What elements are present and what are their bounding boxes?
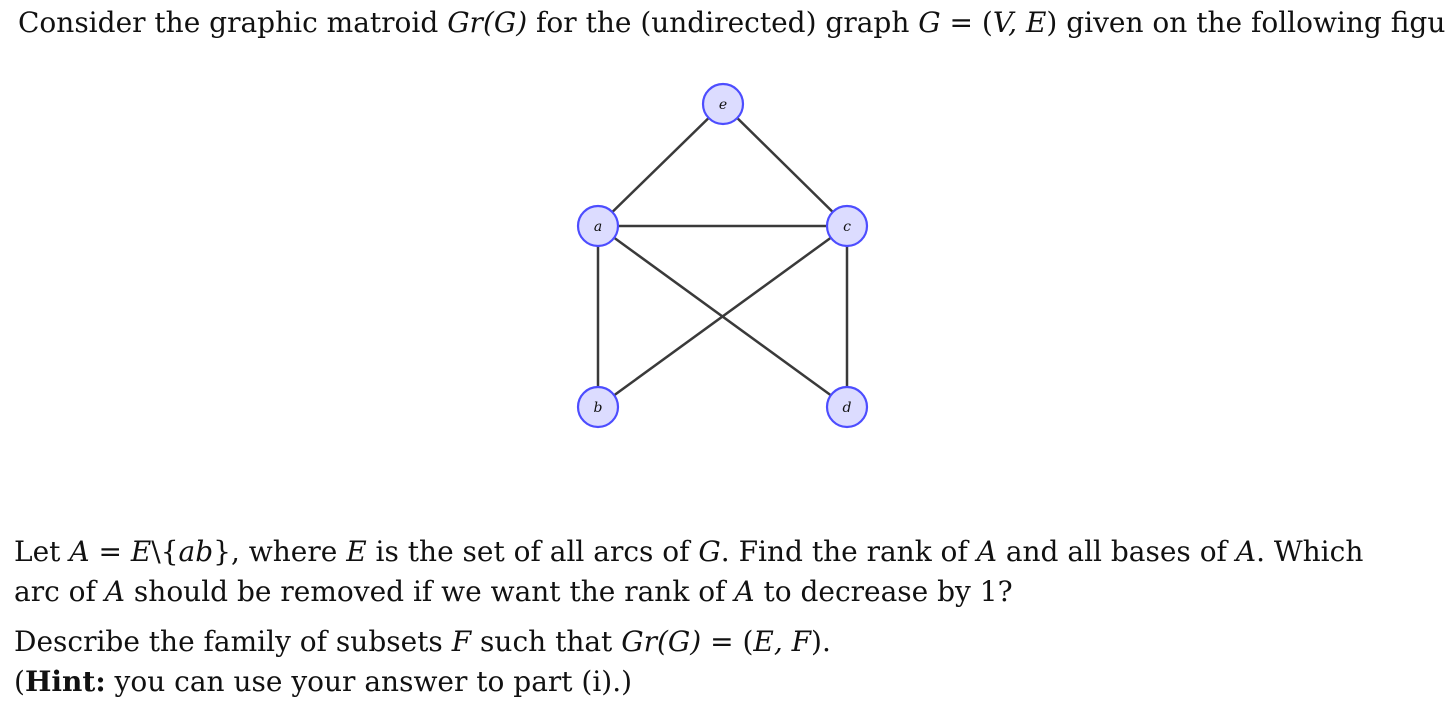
- text: and all bases of: [996, 535, 1236, 568]
- node-circle: [701, 82, 745, 126]
- math: A: [734, 575, 755, 608]
- problem-intro: Consider the graphic matroid Gr(G) for t…: [18, 6, 1446, 40]
- text: \{: [151, 535, 179, 568]
- node-circle: [576, 385, 620, 429]
- math: E: [130, 535, 152, 568]
- math: E: [346, 535, 367, 568]
- graph-edges: [596, 103, 849, 409]
- graph-node-a: a: [576, 204, 620, 248]
- text: = (: [940, 6, 993, 39]
- node-label: a: [594, 219, 602, 235]
- hint-line: (Hint: you can use your answer to part (…: [14, 665, 632, 699]
- question-1-line-2: arc of A should be removed if we want th…: [14, 575, 1013, 609]
- math: ab: [178, 535, 214, 568]
- node-label: d: [843, 400, 852, 416]
- node-label: b: [594, 400, 603, 416]
- edge-a-e: [597, 103, 724, 227]
- text: . Which: [1256, 535, 1364, 568]
- text: such that: [471, 625, 622, 658]
- text: Consider the graphic matroid: [18, 6, 448, 39]
- text: is the set of all arcs of: [366, 535, 699, 568]
- math: Gr(G): [447, 6, 528, 39]
- math: E, F: [753, 625, 812, 658]
- node-circle: [825, 204, 869, 248]
- node-circle: [825, 385, 869, 429]
- text: =: [89, 535, 131, 568]
- text: ) given on the following figure:: [1046, 6, 1446, 39]
- math: A: [104, 575, 126, 608]
- question-2: Describe the family of subsets F such th…: [14, 625, 831, 659]
- text: }, where: [213, 535, 347, 568]
- text: should be removed if we want the rank of: [125, 575, 735, 608]
- graph-node-b: b: [576, 385, 620, 429]
- math: A: [69, 535, 90, 568]
- text: Let: [14, 535, 70, 568]
- graph-node-c: c: [825, 204, 869, 248]
- text: Describe the family of subsets: [14, 625, 452, 658]
- question-1-line-1: Let A = E\{ab}, where E is the set of al…: [14, 535, 1363, 569]
- edge-b-c: [597, 224, 848, 409]
- graph-figure: e a c b d: [576, 82, 869, 429]
- graph-node-e: e: [701, 82, 745, 126]
- text: = (: [701, 625, 754, 658]
- text: (: [14, 665, 25, 698]
- math: V, E: [992, 6, 1047, 39]
- text: for the (undirected) graph: [527, 6, 919, 39]
- graph-node-d: d: [825, 385, 869, 429]
- text: ).: [811, 625, 831, 658]
- text: to decrease by 1?: [754, 575, 1013, 608]
- edge-e-c: [722, 103, 848, 227]
- node-circle: [576, 204, 620, 248]
- math: F: [451, 625, 472, 658]
- text: you can use your answer to part (i).): [105, 665, 633, 698]
- hint-label: Hint:: [24, 665, 106, 698]
- math: G: [698, 535, 721, 568]
- math: G: [918, 6, 941, 39]
- text: . Find the rank of: [720, 535, 977, 568]
- math: A: [976, 535, 997, 568]
- node-label: e: [719, 97, 727, 113]
- text: arc of: [14, 575, 105, 608]
- math: Gr(G): [621, 625, 702, 658]
- math: A: [1235, 535, 1257, 568]
- node-label: c: [843, 219, 851, 235]
